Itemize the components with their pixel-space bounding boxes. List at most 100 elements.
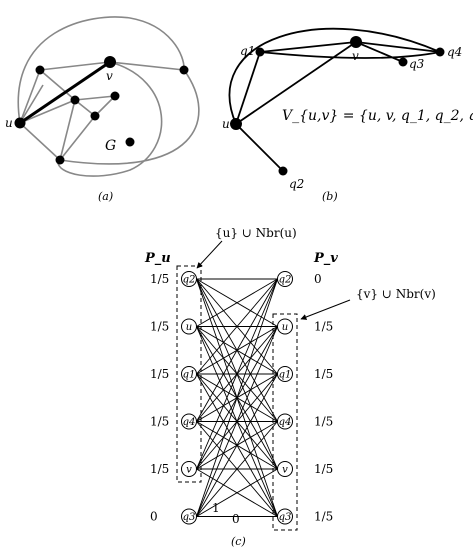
node-right-q1: q1 [277,366,293,382]
edge [74,95,116,101]
left-annotation: {u} ∪ Nbr(u) [215,226,297,240]
node-label: q2 [279,275,292,286]
bipartite-edge [196,373,278,517]
right-annotation: {v} ∪ Nbr(v) [356,287,436,301]
left-neighborhood-box [176,265,202,483]
edge-outer-right [59,69,200,165]
left-probabilities: 1/51/51/51/51/50 [150,272,169,524]
node-right-q4: q4 [277,413,293,430]
node-u [230,118,242,130]
right-annotation-arrow [300,299,351,320]
bipartite-edge [196,278,278,327]
edge [39,61,111,71]
prob-v: 0 [314,272,322,286]
node-left-q3: q3 [181,508,197,525]
node-label: q3 [183,512,196,523]
node-q4-label: q4 [447,45,462,59]
edge-v-q4 [355,41,441,53]
panel-b-edges [228,27,441,172]
right-header: P_v [313,251,338,266]
edge-inner-loop [57,61,163,177]
node [35,65,45,75]
node-v [350,36,362,48]
node-q1 [255,47,265,57]
prob-u: 1/5 [150,272,169,286]
panel-a-nodes [14,56,189,165]
edge-u-q4 [228,27,441,125]
node [55,155,65,165]
bipartite-edge [196,421,278,517]
prob-u: 1/5 [150,320,169,334]
node-label: q4 [183,417,196,428]
edge-outer-top [17,16,185,124]
edge [59,115,96,161]
node-label: q1 [279,370,292,381]
prob-v: 1/5 [314,462,333,476]
panel-c: P_u P_v {u} ∪ Nbr(u) {v} ∪ Nbr(v) q2uq1q… [144,226,436,548]
node-left-q2: q2 [181,271,197,287]
edge [19,69,41,124]
edge [39,69,76,101]
panel-b: u v q1 q2 q3 q4 V_{u,v} = {u, v, q_1, q_… [222,27,473,203]
prob-v: 1/5 [314,320,333,334]
edge-v-q3 [355,41,404,63]
bipartite-edge [196,278,278,375]
panel-c-caption: (c) [231,535,246,548]
edge-u-v-highlight [19,60,111,125]
node-u [14,117,26,129]
prob-v: 1/5 [314,510,333,524]
node-label: v [186,465,192,476]
node-right-v: v [277,461,293,477]
bipartite-edge [196,278,278,422]
left-nodes: q2 u q1 q4 v q3 [181,271,197,525]
node-left-u: u [181,318,197,335]
panel-a: u v G (a) [5,16,200,203]
edge-label-bottom: 0 [232,512,240,526]
edge-label-diagonal: 1 [212,501,220,515]
prob-u: 1/5 [150,462,169,476]
right-neighborhood-box [272,313,298,531]
node-q2-label: q2 [289,177,304,191]
node-q2 [278,166,288,176]
node-q3 [398,57,408,67]
edge [19,84,44,124]
edge-u-q2 [235,123,284,172]
node-label: q1 [183,370,196,381]
edge [59,99,76,161]
edge-u-q1 [235,51,261,125]
node-q4 [435,47,445,57]
left-annotation-arrow [196,240,223,269]
right-nodes: q2 u q1 q4 v q3 [277,271,293,525]
vertex-set-formula: V_{u,v} = {u, v, q_1, q_2, q_3, q_4} [282,108,473,124]
node-u-label: u [5,116,13,130]
node-label: u [186,322,192,333]
bipartite-edge [196,468,278,517]
graph-label: G [105,138,116,154]
node-left-v: v [181,461,197,477]
node-left-q4: q4 [181,413,197,430]
node-q1-label: q1 [240,44,255,58]
edge [19,122,61,161]
node [70,95,80,105]
left-header: P_u [144,251,171,266]
node-v-label: v [352,49,359,63]
node-label: q4 [279,417,292,428]
node-v [104,56,116,68]
edge [94,95,116,117]
prob-v: 1/5 [314,415,333,429]
edge [109,61,185,71]
edge-q1-v [259,41,357,53]
node-label: q3 [279,512,292,523]
node-label: v [282,465,288,476]
node-right-q3: q3 [277,508,293,525]
node-label: u [282,322,288,333]
node [179,65,189,75]
bipartite-edge [196,326,278,517]
panel-b-caption: (b) [322,190,338,203]
prob-u: 0 [150,510,158,524]
panel-b-nodes [230,36,445,176]
node [125,137,135,147]
node-left-q1: q1 [181,366,197,382]
bipartite-edges [196,278,278,517]
